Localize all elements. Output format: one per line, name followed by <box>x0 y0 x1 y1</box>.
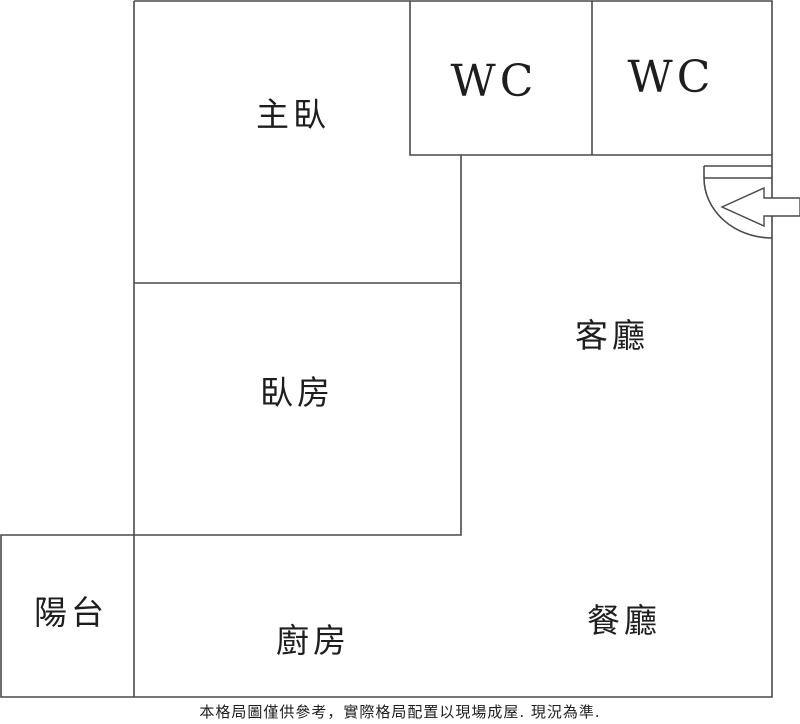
wc-label-right: WC <box>628 52 715 103</box>
master-bedroom-walls <box>134 1 462 284</box>
master-bedroom-label: 主臥 <box>256 95 330 134</box>
entrance-door-icon <box>703 165 773 239</box>
wc-label-left: WC <box>451 56 538 107</box>
dining-room-label: 餐廳 <box>587 601 661 640</box>
balcony-label: 陽台 <box>34 593 108 632</box>
outer-wall <box>0 0 773 698</box>
bedroom-label: 臥房 <box>260 373 334 412</box>
living-room-label: 客廳 <box>575 316 649 355</box>
entrance-arrow-icon <box>720 186 800 228</box>
kitchen-label: 廚房 <box>276 621 350 660</box>
disclaimer-note: 本格局圖僅供參考，實際格局配置以現場成屋. 現況為準. <box>199 703 601 721</box>
bedroom-walls <box>134 283 462 536</box>
